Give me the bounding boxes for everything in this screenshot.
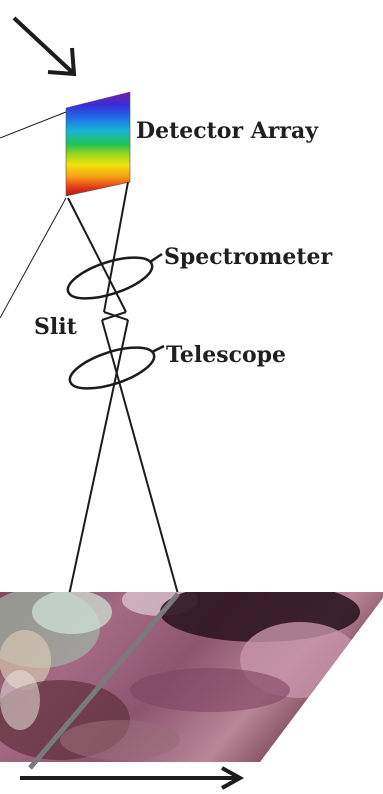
- detector-array: [65, 91, 131, 197]
- detector-leader-top: [0, 111, 67, 139]
- ground-slit-line: [28, 592, 180, 770]
- telescope-lens: [68, 346, 156, 390]
- detector-array-label: Detector Array: [136, 118, 319, 144]
- telescope-label: Telescope: [166, 342, 287, 368]
- label-leaders: [149, 252, 165, 354]
- slit-label: Slit: [34, 314, 77, 340]
- incoming-light-arrow: [12, 16, 77, 77]
- spectrometer-lens: [66, 256, 154, 300]
- scan-direction-arrow: [20, 766, 245, 790]
- detector-leader-bottom: [0, 197, 67, 319]
- spectrometer-label: Spectrometer: [164, 244, 333, 270]
